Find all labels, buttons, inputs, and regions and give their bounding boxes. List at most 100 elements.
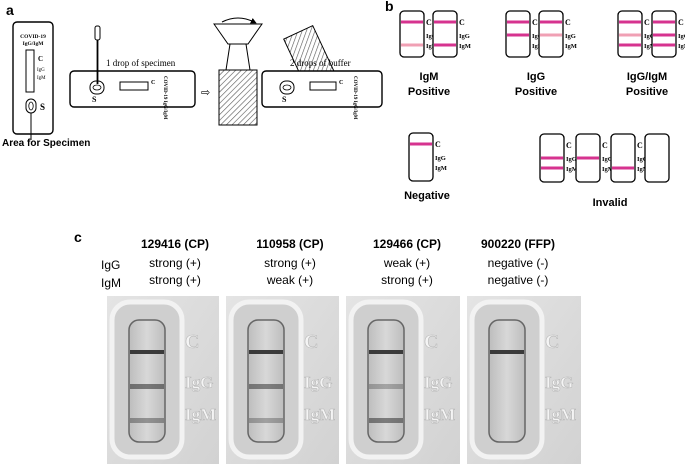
test-strip [247,319,285,443]
result-cassette [432,10,458,58]
cassette-mark: IgG [637,156,648,163]
embossed-mark-igm: IgM [185,405,216,424]
cassette-mark: C [644,18,650,27]
igm-result: strong (+) [381,273,433,287]
sample-id: 129466 (CP) [372,237,442,251]
sample-column: 129416 (CP)strong (+)strong (+) [120,237,230,287]
embossed-mark-c: C [545,331,559,353]
row-label-igg: IgG [101,258,121,272]
result-line-control [507,20,529,24]
igg-result: negative (-) [487,256,549,270]
control-band [130,350,164,354]
cassette-mark: IgG [459,33,470,40]
panel-c-letter: c [74,229,82,245]
device-s-mark: S [40,102,45,112]
cassette-mark: IgG [565,33,576,40]
cassette-mark: IgM [678,43,685,50]
igm-result: negative (-) [487,273,549,287]
igg-result: weak (+) [383,256,431,270]
embossed-mark-igg: IgG [185,373,213,392]
buffer-bottle-open [213,17,263,126]
igm-band [249,418,283,423]
igm-band [130,418,164,423]
result-cassette [399,10,425,58]
cassette-mark: IgM [426,43,438,50]
cassette-mark: IgM [459,43,471,50]
igg-result: strong (+) [264,256,316,270]
result-invalid: Invalid [592,197,628,209]
device-result-window [25,49,35,93]
cassette-mark: C [602,141,608,150]
cassette-mark: IgM [565,43,577,50]
result-line-control [434,20,456,24]
device-title-1: COVID-19 [20,34,46,40]
cassette-mark: IgM [532,43,544,50]
row-label-igm: IgM [101,276,122,290]
cassette-mark: IgM [644,43,656,50]
panel-c-photos: C IgG IgM C IgG IgM C IgG IgM C IgG IgM [107,296,581,464]
result-line-control [401,20,423,24]
control-band [249,350,283,354]
cassette-mark: IgG [678,33,685,40]
strip-side-text-2: COVID-19 IgG/IgM [352,76,357,120]
result-line-igg [541,156,563,160]
svg-text:S: S [282,95,287,104]
device-title-2: IgG/IgM [23,41,45,47]
embossed-mark-c: C [304,331,318,353]
panel-b-result-cassettes: CIgGIgMCIgGIgMCIgGIgMCIgGIgMCIgGIgMCIgGI… [399,10,685,183]
cassette-mark: C [426,18,432,27]
cassette-mark: C [435,140,441,149]
embossed-mark-c: C [185,331,199,353]
result-line-igg [540,33,562,37]
control-band [490,350,524,354]
embossed-mark-igg: IgG [545,373,573,392]
cassette-mark: C [678,18,684,27]
embossed-mark-igm: IgM [304,405,335,424]
embossed-mark-c: C [424,331,438,353]
embossed-mark-igm: IgM [424,405,455,424]
test-strip [488,319,526,443]
result-line-control [540,20,562,24]
sample-id: 900220 (FFP) [480,237,556,251]
arrow-right-icon: ⇨ [201,87,210,99]
device-igg-mark: IgG [37,68,45,73]
embossed-mark-igg: IgG [304,373,332,392]
result-line-igg [577,156,599,160]
result-line-control [619,20,641,24]
result-line-igm [612,166,634,170]
cassette-mark: C [565,18,571,27]
cassette-mark: IgM [602,166,614,173]
sample-id: 129416 (CP) [140,237,210,251]
cassette-mark: IgM [435,165,447,172]
result-line-igm [434,43,456,47]
cassette-mark: IgG [532,33,543,40]
step2-caption: 2 drops of buffer [290,58,351,68]
dropper-bulb [94,25,101,41]
sample-id: 110958 (CP) [256,237,324,251]
panel-a-illustration: COVID-19 IgG/IgM C IgG IgM S S C COVID-1… [12,17,383,140]
step1-caption: 1 drop of specimen [106,58,176,68]
cassette-mark: IgM [637,166,649,173]
cassette-mark: C [459,18,465,27]
svg-text:S: S [92,95,97,104]
result-line-igg [619,33,641,37]
panel-b-letter: b [385,0,394,14]
sample-column: 129466 (CP) weak (+) strong (+) [352,237,462,287]
embossed-mark-igg: IgG [424,373,452,392]
result-line-igm [401,43,423,47]
area-for-specimen-caption: Area for Specimen [2,138,91,149]
test-strip [128,319,166,443]
embossed-mark-igm: IgM [545,405,576,424]
igg-band [249,384,283,389]
cassette-mark: C [566,141,572,150]
device-sample-well [25,98,37,114]
result-line-igg [507,33,529,37]
igg-result: strong (+) [149,256,201,270]
device-igm-mark: IgM [37,76,46,81]
svg-text:C: C [151,80,155,86]
cassette-mark: C [532,18,538,27]
igg-band [130,384,164,389]
test-strip [367,319,405,443]
sample-column: 900220 (FFP) negative (-) negative (-) [463,237,573,287]
